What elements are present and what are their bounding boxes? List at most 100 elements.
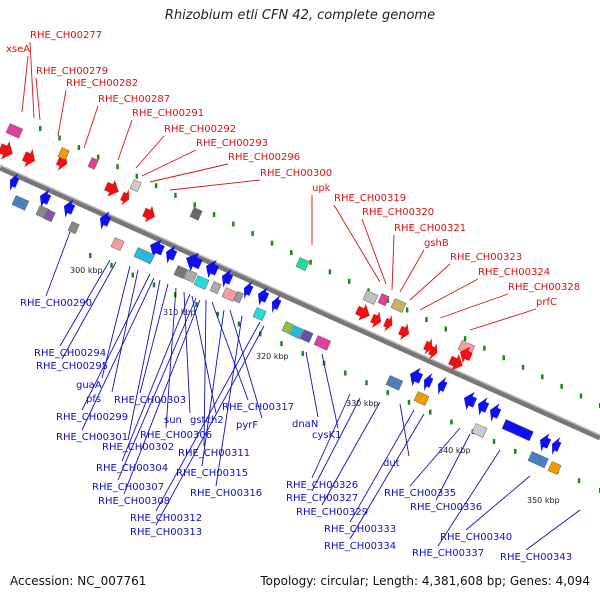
forward-gene-extra-1 [460,346,473,364]
reverse-box-19 [471,423,488,438]
leader-bottom-25 [311,397,361,492]
forward-box-2 [87,157,99,170]
leader-bottom-12 [211,301,249,401]
outer-guide-dot [521,364,525,370]
reverse-gene-17-shape [490,403,502,422]
bottom-gene-label-24: RHE_CH00326 [286,480,358,491]
bottom-gene-label-17: RHE_CH00307 [92,482,164,493]
reverse-box-4 [110,237,125,251]
bottom-gene-label-26: RHE_CH00329 [296,507,368,518]
forward-gene-0-shape [0,141,13,160]
reverse-box-7-shape [183,269,198,283]
outer-guide-dot [270,240,274,246]
bottom-gene-label-4: pfs [86,394,101,405]
reverse-box-15 [299,329,314,343]
reverse-box-20 [501,419,534,442]
reverse-box-19-shape [471,423,488,438]
top-gene-label-4: RHE_CH00287 [98,94,170,105]
forward-gene-11-shape [448,354,463,371]
top-gene-label-17: RHE_CH00328 [508,282,580,293]
bottom-gene-label-20: RHE_CH00312 [130,513,202,524]
forward-box-5 [295,257,310,271]
forward-gene-5 [142,205,155,223]
forward-box-3 [129,179,142,193]
reverse-gene-6 [186,252,203,272]
outer-guide-dot [39,126,42,131]
forward-box-6 [362,290,379,305]
reverse-box-8 [193,275,210,290]
leader-bottom-19 [123,299,201,495]
leader-bottom-33 [465,475,531,531]
outer-guide-dot [96,154,100,160]
leader-bottom-14 [203,299,207,447]
leader-bottom-2 [61,261,117,360]
bottom-gene-label-33: RHE_CH00340 [440,532,512,543]
reverse-box-18 [413,391,430,406]
leader-top-13 [391,234,395,291]
leader-bottom-10 [183,291,191,414]
reverse-gene-15-shape [464,391,477,411]
tick-label-4: 340 kbp [438,446,471,455]
leader-bottom-1 [59,259,111,347]
reverse-gene-14-shape [438,376,448,396]
bottom-gene-label-8: RHE_CH00303 [114,395,186,406]
leader-bottom-29 [349,413,425,540]
inner-guide-dot [152,282,156,288]
leader-bottom-27 [399,403,410,457]
outer-guide-dot [309,259,312,265]
inner-guide-dot [514,448,517,454]
bottom-gene-label-16: RHE_CH00315 [176,468,248,479]
reverse-gene-6-shape [186,252,203,272]
outer-guide-dot [483,345,486,351]
forward-box-4-shape [189,207,203,221]
reverse-box-8-shape [193,275,210,290]
reverse-box-12-shape [252,307,267,321]
bottom-gene-label-23: cysK1 [312,430,342,441]
bottom-gene-label-10: sun [164,415,182,426]
bottom-gene-label-2: RHE_CH00295 [36,361,108,372]
bottom-gene-label-32: RHE_CH00337 [412,548,484,559]
reverse-box-15-shape [299,329,314,343]
outer-guide-dot [502,355,505,361]
bottom-gene-label-9: RHE_CH00306 [140,430,212,441]
bottom-gene-label-3: guaA [76,380,102,391]
leader-bottom-15 [121,293,191,462]
reverse-box-11-shape [233,291,244,304]
leader-top-1 [21,55,29,113]
top-gene-label-16: RHE_CH00324 [478,267,550,278]
forward-gene-10-shape [423,338,433,355]
leader-bottom-26 [321,401,381,506]
reverse-gene-18-shape [540,433,552,452]
forward-gene-1-shape [21,148,35,168]
bottom-gene-label-15: RHE_CH00304 [96,463,168,474]
reverse-gene-15 [464,391,477,411]
forward-gene-3 [104,180,119,197]
forward-box-2-shape [87,157,99,170]
tick-label-3: 330 kbp [346,399,379,408]
reverse-gene-1 [40,189,52,208]
reverse-gene-8-shape [222,269,234,288]
bottom-gene-label-1: RHE_CH00294 [34,348,106,359]
genome-summary: Topology: circular; Length: 4,381,608 bp… [260,574,590,588]
forward-box-6-shape [362,290,379,305]
tick-label-5: 350 kbp [527,496,560,505]
reverse-box-0-shape [11,195,30,211]
top-gene-label-10: upk [312,183,331,194]
reverse-gene-16 [478,397,490,416]
leader-bottom-8 [139,283,169,394]
reverse-box-0 [11,195,30,211]
reverse-gene-13-shape [424,372,434,392]
forward-gene-9-shape [398,323,410,340]
inner-guide-dot [216,311,219,317]
forward-gene-extra-1-shape [460,346,473,364]
leader-top-7 [141,149,197,177]
reverse-box-16-shape [313,335,332,351]
outer-guide-dot [193,202,196,208]
reverse-gene-12 [410,367,423,387]
leader-bottom-24 [311,393,351,479]
leader-bottom-6 [81,277,155,431]
leader-top-15 [409,263,451,301]
backbone-highlight [0,164,600,436]
forward-gene-extra-0 [428,343,438,360]
leader-bottom-18 [215,315,243,487]
